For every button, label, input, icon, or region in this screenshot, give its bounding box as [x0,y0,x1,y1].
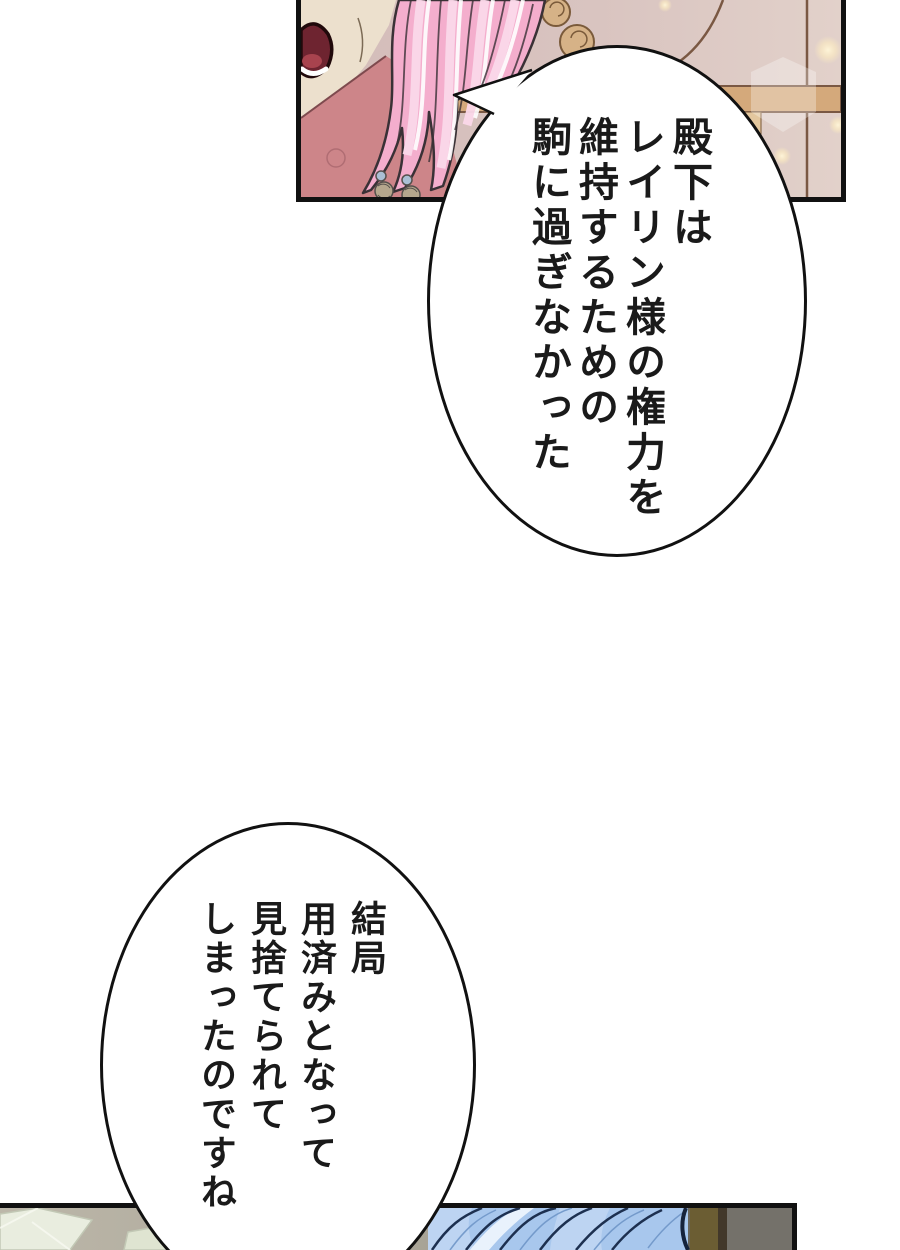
speech-line: しまったのですね [195,900,236,1212]
pink-hair [361,0,547,195]
speech-line: レイリン様の権力を [619,116,665,521]
speech-line: 用済みとなって [295,900,336,1173]
speech-text-bottom: 結局 用済みとなって 見捨てられて しまったのですね [190,900,390,1230]
sparkle-lights [658,0,841,165]
blue-hair [428,1208,690,1250]
speech-bubble-top [427,45,807,557]
pearl-earrings [374,170,421,197]
speech-line: 維持するための [572,116,618,431]
speech-line: 見捨てられて [245,900,286,1134]
speech-line: 結局 [345,900,386,978]
pillar-and-wall [690,1208,792,1250]
speech-line: 殿下は [666,116,712,251]
chin-line [357,17,364,63]
speech-text-top: 殿下は レイリン様の権力を 維持するための 駒に過ぎなかった [500,116,712,556]
speech-line: 駒に過ぎなかった [525,116,571,476]
speech-bubble-bottom [100,822,476,1250]
speech-bubble-tail [452,68,533,116]
open-mouth [301,22,334,79]
